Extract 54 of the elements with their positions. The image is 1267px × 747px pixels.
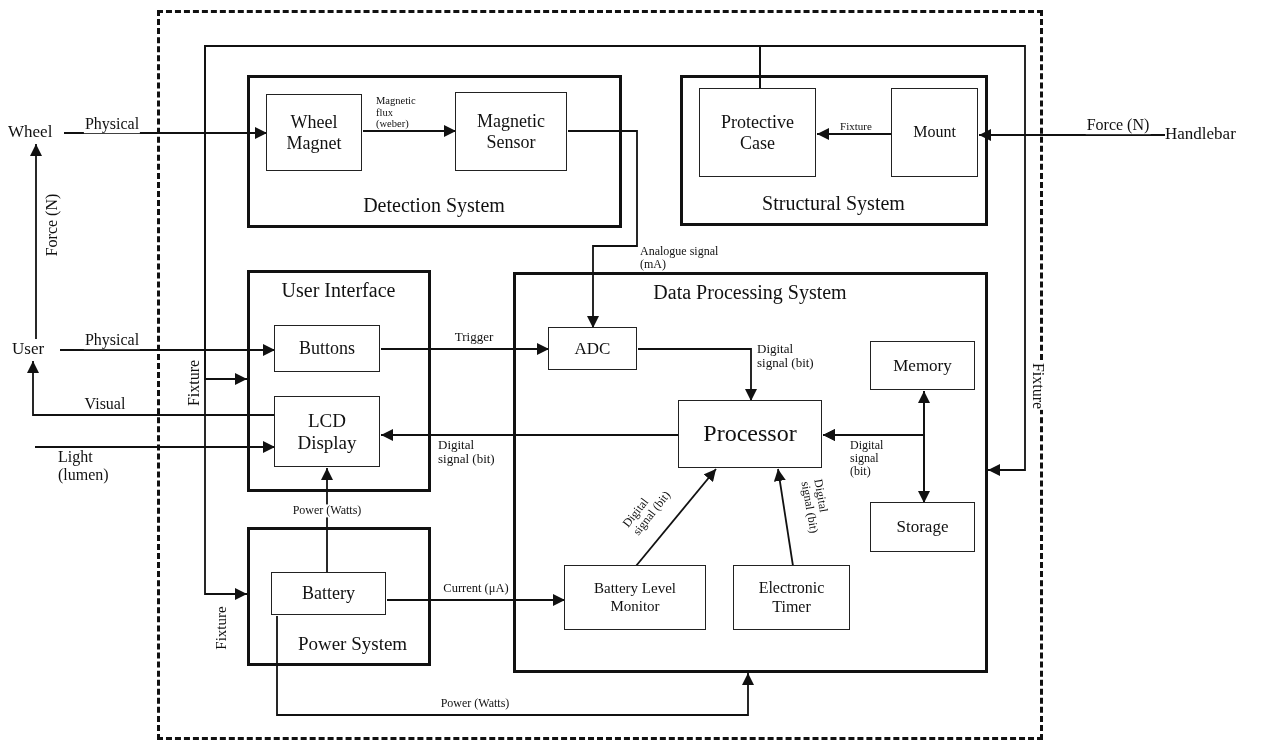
arrow (918, 390, 930, 504)
arrow (637, 348, 757, 402)
component-box: LCD Display (274, 396, 380, 467)
arrow (386, 594, 566, 606)
external-entity-label: Handlebar (1165, 124, 1255, 146)
arrow (773, 468, 794, 567)
component-box: Battery (271, 572, 386, 615)
edge-label: Physical (83, 331, 141, 349)
arrow (635, 468, 717, 567)
subsystem-box (246, 74, 622, 228)
arrow (30, 143, 42, 340)
system-boundary (157, 10, 1043, 740)
arrow (978, 129, 1166, 141)
component-box: Mount (891, 88, 978, 177)
subsystem-title: Structural System (762, 191, 905, 215)
component-box: Buttons (274, 325, 380, 372)
subsystem-box (512, 271, 988, 673)
arrow (759, 45, 1026, 476)
edge-label: Analogue signal (mA) (639, 244, 721, 272)
arrow (276, 615, 754, 716)
arrow (380, 429, 680, 441)
arrow (816, 128, 893, 140)
subsystem-title: Data Processing System (653, 280, 847, 304)
arrow (567, 130, 638, 329)
external-entity-label: Wheel (8, 122, 64, 144)
component-box: Processor (678, 400, 822, 468)
subsystem-title: Detection System (363, 193, 505, 217)
component-box: ADC (548, 327, 637, 370)
component-box: Protective Case (699, 88, 816, 177)
component-box: Wheel Magnet (266, 94, 362, 171)
edge-label: Power (Watts) (291, 504, 363, 518)
subsystem-title: User Interface (281, 278, 396, 302)
arrow (27, 360, 276, 416)
edge-label: Power (Watts) (439, 697, 511, 711)
component-box: Electronic Timer (733, 565, 850, 630)
edge-label: Current (μA) (442, 582, 510, 596)
edge-label: Physical (83, 115, 141, 133)
component-box: Magnetic Sensor (455, 92, 567, 171)
arrow (380, 343, 550, 355)
arrow (362, 125, 457, 137)
arrow (321, 467, 333, 574)
edge-label: Force (N) (43, 192, 61, 258)
edge-label: Force (N) (1085, 116, 1151, 134)
subsystem-box (679, 74, 988, 226)
subsystem-title: Power System (297, 632, 408, 655)
arrow (204, 45, 761, 600)
component-box: Memory (870, 341, 975, 390)
component-box: Battery Level Monitor (564, 565, 706, 630)
arrow (59, 344, 276, 356)
arrow (34, 441, 276, 453)
component-box: Storage (870, 502, 975, 552)
subsystem-box (246, 269, 431, 492)
external-entity-label: User (12, 339, 60, 361)
subsystem-box (246, 526, 431, 666)
